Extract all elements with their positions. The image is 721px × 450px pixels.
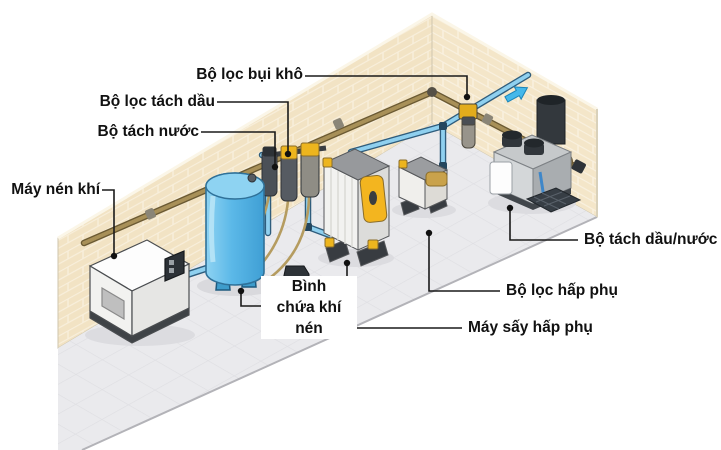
pipe-fitting [481, 113, 494, 126]
floor-drain [525, 187, 582, 213]
label-adsorption-dryer: Máy sấy hấp phụ [466, 318, 595, 338]
leader-compressor [99, 189, 115, 255]
wall-filter-group [230, 142, 327, 288]
leader-tank [240, 292, 262, 307]
leader-water-separator [198, 131, 276, 166]
leader-oil-filter [214, 101, 289, 153]
wall-top-edge [57, 12, 598, 240]
leader-oil-water-separator [509, 209, 578, 241]
leader-lines [99, 75, 578, 329]
adsorption-dryer-unit [318, 148, 394, 267]
leader-dots [110, 93, 514, 295]
label-oil-separator-filter: Bộ lọc tách dầu [58, 92, 217, 112]
label-oil-water-separator: Bộ tách dầu/nước [582, 230, 720, 250]
compressor-control-panel [164, 250, 185, 282]
air-receiver-tank [197, 172, 277, 296]
oil-water-separator-unit [488, 95, 582, 214]
flow-direction-arrow [504, 86, 529, 103]
separator-ports [502, 130, 544, 155]
adsorption-filter-unit [392, 156, 456, 218]
corner-elbow [427, 87, 437, 97]
tank-top-fitting [247, 173, 257, 183]
condensate-bucket [489, 161, 513, 195]
tank-highlight [209, 195, 216, 263]
compressor-unit [85, 239, 195, 346]
label-water-separator: Bộ tách nước [60, 122, 201, 142]
label-dry-dust-filter: Bộ lọc bụi khô [150, 65, 305, 85]
compressor-vent [101, 286, 125, 321]
leader-dust-filter [302, 75, 468, 96]
dry-dust-filter-unit [458, 103, 478, 149]
brown-pipe-network [80, 87, 586, 247]
label-air-receiver-tank: Bình chứa khí nén [261, 276, 357, 339]
leader-adsorption-filter [428, 234, 500, 292]
label-compressor: Máy nén khí [4, 180, 102, 200]
label-adsorption-filter: Bộ lọc hấp phụ [504, 281, 620, 301]
separator-column [536, 99, 566, 145]
pipe-fitting [144, 208, 156, 220]
pipe-fitting [332, 118, 344, 130]
pipe-end-cap [571, 159, 586, 174]
